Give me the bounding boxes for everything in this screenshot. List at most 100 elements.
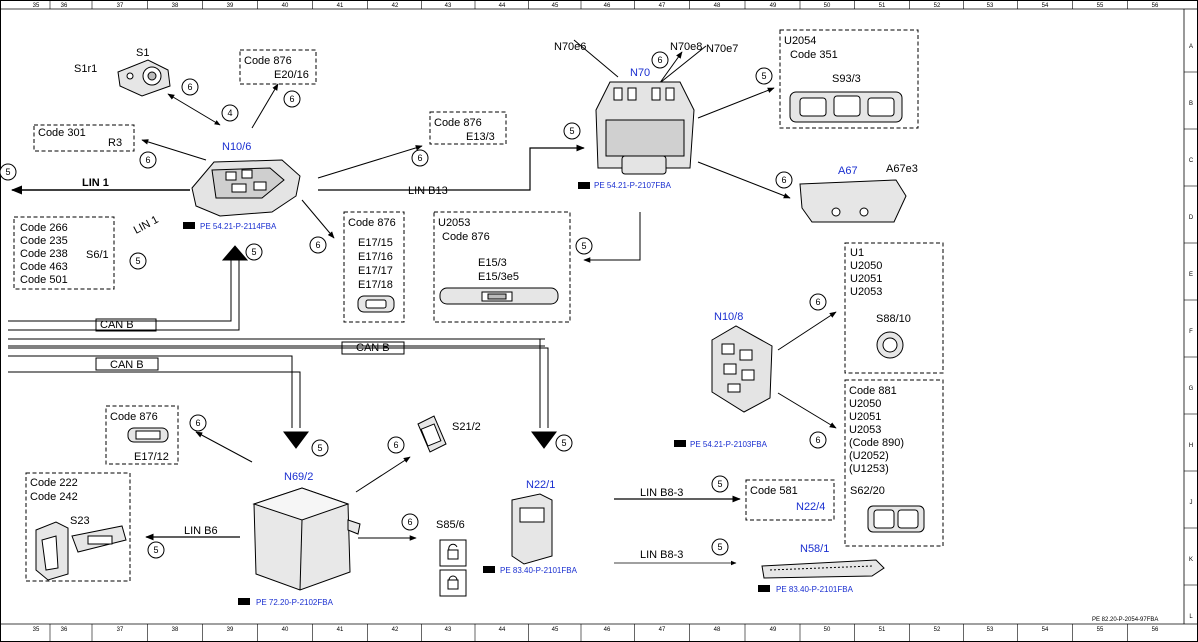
s88-code-2: U2051 [850,273,882,285]
ruler-top-55: 55 [1097,3,1104,9]
e15-lamp-shape [439,287,559,305]
label-lin1-diag: LIN 1 [132,214,161,237]
ruler-right-G: G [1189,386,1194,392]
ruler-bottom-46: 46 [604,627,611,633]
s62-code-0: Code 881 [849,385,897,397]
s6-code-3: Code 463 [20,261,68,273]
ruler-bottom-45: 45 [552,627,559,633]
s6-code-4: Code 501 [20,274,68,286]
ruler-bottom-41: 41 [337,627,344,633]
label-linb8-2: LIN B8-3 [640,549,683,561]
ruler-top-50: 50 [824,3,831,9]
callout-c-s21: 6 [387,436,405,454]
s23-seat-switch-shape [35,521,127,581]
ref-n58-1: PE 83.40-P-2101FBA [776,585,854,594]
callout-c-n22-1: 5 [555,434,573,452]
label-e17-12: E17/12 [134,451,169,463]
label-e20: E20/16 [274,69,309,81]
s62-code-2: U2051 [849,411,881,423]
callout-c-r3: 6 [139,151,157,169]
ruler-top-35: 35 [33,3,40,9]
s1-switch-shape [117,59,171,97]
n10-8-module-shape [711,325,773,413]
ruler-bottom-36: 36 [61,627,68,633]
ruler-right-A: A [1189,44,1193,50]
bus-lines [8,144,741,566]
callout-c-s23: 5 [147,541,165,559]
ruler-top-46: 46 [604,3,611,9]
ruler-right-D: D [1189,215,1194,221]
svg-text:6: 6 [195,418,200,428]
ruler-bottom-39: 39 [227,627,234,633]
svg-text:6: 6 [417,153,422,163]
s62-code-5: (U2052) [849,450,889,462]
label-s23: S23 [70,515,90,527]
ruler-bottom-51: 51 [879,627,886,633]
ruler-bottom-37: 37 [117,627,124,633]
ruler-top-51: 51 [879,3,886,9]
ruler-top-52: 52 [934,3,941,9]
s88-code-0: U1 [850,247,864,259]
svg-text:4: 4 [227,108,232,118]
svg-text:6: 6 [407,517,412,527]
label-lin1: LIN 1 [82,177,109,189]
svg-text:6: 6 [815,435,820,445]
s85-6-lock-switch-shape [439,539,467,597]
ref-n22-1: PE 83.40-P-2101FBA [500,566,578,575]
label-s93: S93/3 [832,73,861,85]
label-n22-1: N22/1 [526,479,555,491]
callout-c-n69: 5 [311,439,329,457]
n58-1-panel-shape [761,559,885,579]
callout-c-s85: 6 [401,513,419,531]
ruler-top-39: 39 [227,3,234,9]
label-r3-code: Code 301 [38,127,86,139]
a67-shape [799,179,907,223]
e17-item-2: E17/17 [358,265,393,277]
ruler-top-42: 42 [392,3,399,9]
ruler-bottom-50: 50 [824,627,831,633]
ruler-top-48: 48 [714,3,721,9]
s6-code-2: Code 238 [20,248,68,260]
canb-label-boxes [95,318,405,371]
ruler-top-45: 45 [552,3,559,9]
label-e17-12-code: Code 876 [110,411,158,423]
s88-code-1: U2050 [850,260,882,272]
label-s62: S62/20 [850,485,885,497]
callout-c-s1: 6 [181,78,199,96]
e17-item-0: E17/15 [358,237,393,249]
ruler-top-36: 36 [61,3,68,9]
callout-c-n22-4: 5 [711,475,729,493]
callout-c-e17-12: 6 [189,414,207,432]
ruler-bottom-53: 53 [987,627,994,633]
drawing-id: PE 82.20-P-2054-97FBA [1092,617,1158,623]
label-canb-2: CAN B [356,342,390,354]
callout-c-s93: 5 [755,67,773,85]
ruler-right-E: E [1189,272,1193,278]
label-s1: S1 [136,47,149,59]
callout-c-n70e8: 6 [651,51,669,69]
option-boxes [13,29,944,582]
e17-12-lamp-shape [127,427,169,443]
s62-code-6: (U1253) [849,463,889,475]
svg-text:5: 5 [5,167,10,177]
label-e15-b: E15/3e5 [478,271,519,283]
svg-text:5: 5 [761,71,766,81]
label-n70: N70 [630,67,650,79]
svg-text:5: 5 [153,545,158,555]
callout-c-e13: 6 [411,149,429,167]
s93-switch-shape [789,91,903,123]
callout-c-4: 4 [221,104,239,122]
label-canb-3: CAN B [110,359,144,371]
svg-text:5: 5 [717,542,722,552]
callout-c-a67: 6 [775,171,793,189]
callout-c-e20: 6 [283,90,301,108]
ruler-bottom-49: 49 [770,627,777,633]
label-n70e8: N70e8 [670,41,702,53]
s62-switch-shape [867,505,925,533]
ref-n69-2: PE 72.20-P-2102FBA [256,598,334,607]
